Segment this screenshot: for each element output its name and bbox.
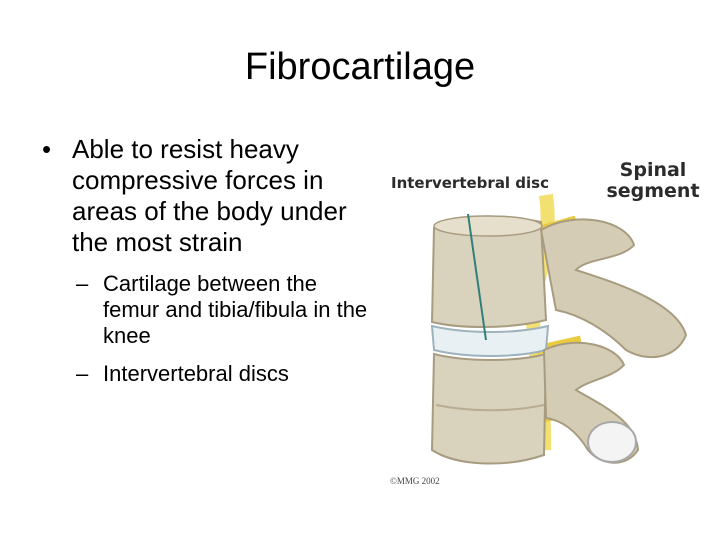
facet-joint [587,421,637,463]
upper-spinous-process [539,218,688,358]
copyright-notice: ©MMG 2002 [390,476,440,486]
label-pointer-line [467,213,487,341]
sub-bullet-item: – Cartilage between the femur and tibia/… [40,271,370,349]
sub-bullet-item: – Intervertebral discs [40,361,370,387]
sub-bullet-marker: – [76,361,89,386]
label-intervertebral-disc: Intervertebral disc [390,174,549,192]
spinal-segment-drawing [430,194,688,465]
slide-title: Fibrocartilage [244,46,476,88]
bullet-item: • Able to resist heavy compressive force… [40,134,370,258]
label-spinal-segment: Spinal segment [606,159,700,202]
spine-illustration: Intervertebral disc Spinal segment ©MMG … [376,150,706,495]
sub-bullet-marker: – [76,271,89,296]
sub-bullet-text: Cartilage between the femur and tibia/fi… [103,271,368,348]
bullet-list: • Able to resist heavy compressive force… [40,134,370,387]
sub-bullet-text: Intervertebral discs [103,361,289,386]
bullet-marker: • [42,134,52,164]
bullet-text: Able to resist heavy compressive forces … [72,134,347,257]
lower-vertebra-body [430,352,548,465]
intervertebral-disc [430,324,550,357]
